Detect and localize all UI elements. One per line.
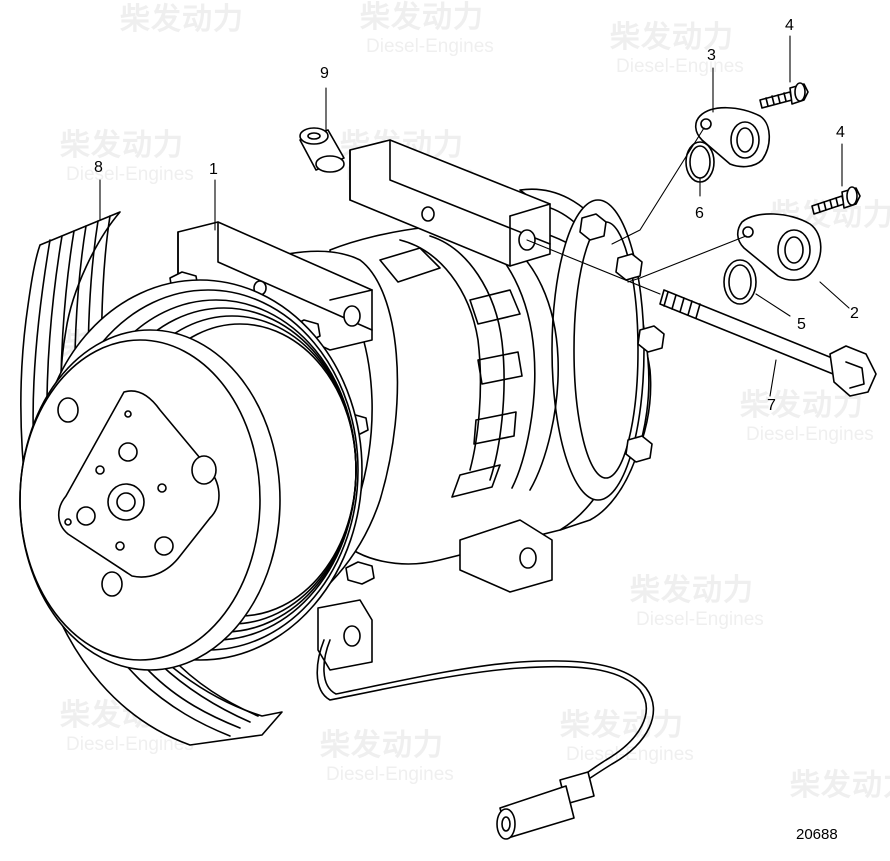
o-ring-part-6 (685, 141, 715, 183)
screw-part-4-lower (811, 186, 861, 215)
clutch-pulley (19, 279, 363, 671)
leader-lines (99, 35, 850, 397)
callout-label: 1 (209, 161, 218, 178)
sleeve-part-9 (299, 127, 345, 173)
screw-part-4-upper (759, 82, 809, 109)
callout-label: 2 (850, 305, 859, 322)
fitting-part-2 (736, 213, 822, 281)
callout-label: 7 (767, 397, 776, 414)
rear-bolts (579, 213, 665, 463)
callout-label: 4 (785, 17, 794, 34)
bolt-part-7 (659, 289, 877, 397)
o-ring-part-5 (723, 259, 757, 305)
callout-label: 6 (695, 205, 704, 222)
callout-label: 3 (707, 47, 716, 64)
fitting-part-3 (694, 106, 771, 168)
callout-label: 8 (94, 159, 103, 176)
callout-label: 5 (797, 316, 806, 333)
callout-label: 4 (836, 124, 845, 141)
drawing-number: 20688 (796, 826, 838, 843)
callout-label: 9 (320, 65, 329, 82)
sensor-cable (316, 639, 655, 840)
